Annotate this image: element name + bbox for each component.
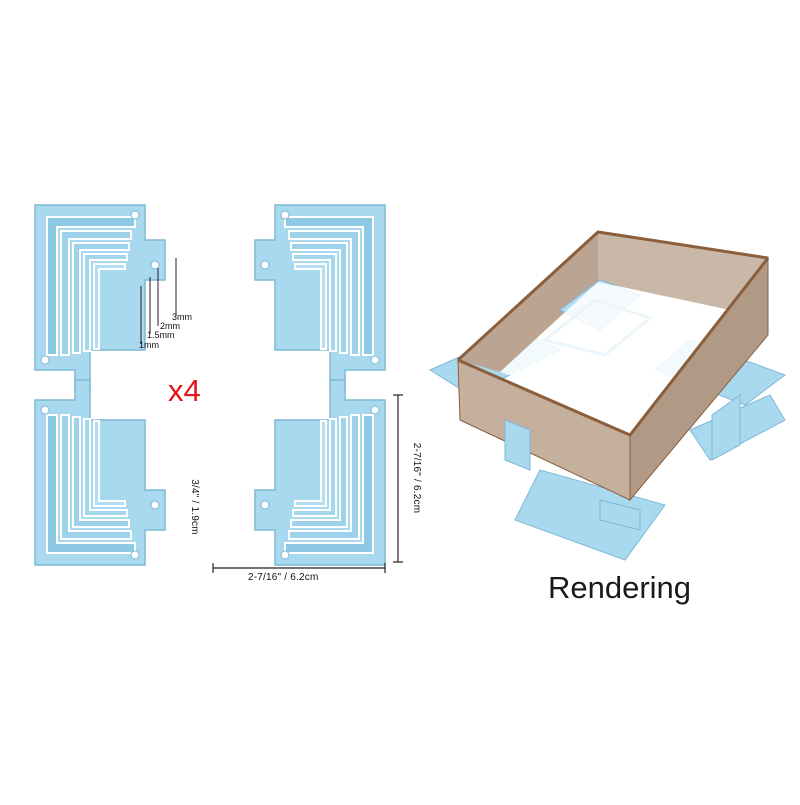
gap-label-2mm: 2mm [160,321,180,331]
gap-label-1-5mm: 1.5mm [147,330,175,340]
assembled-box-rendering [428,230,787,561]
gap-label-1mm: 1mm [139,340,159,350]
width-dimension-label: 2-7/16" / 6.2cm [248,572,319,583]
corner-clip-bottom-left [34,379,166,566]
corner-clip-bottom-right [254,379,386,566]
rendering-caption: Rendering [548,570,692,605]
depth-dimension-line [393,394,403,563]
gap-label-3mm: 3mm [172,312,192,322]
width-dimension-line [212,563,386,573]
quantity-label: x4 [168,373,201,408]
height-dimension-label: 3/4" / 1.9cm [189,479,200,535]
corner-clip-top-right [254,204,386,391]
depth-dimension-label: 2-7/16" / 6.2cm [411,442,422,514]
gap-leader-lines [140,258,177,344]
corner-clip-top-left [34,204,166,391]
